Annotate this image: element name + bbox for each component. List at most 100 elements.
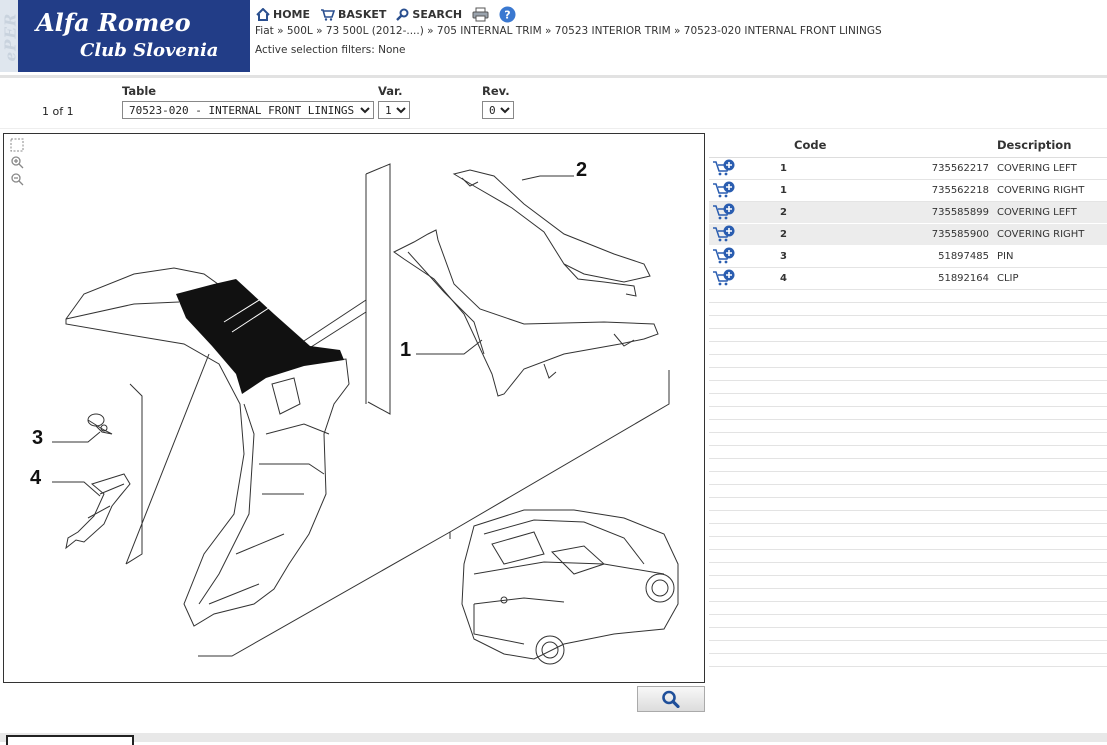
selection-filters: Active selection filters: None <box>255 44 406 56</box>
empty-row <box>709 550 1107 563</box>
empty-row <box>709 589 1107 602</box>
empty-row <box>709 381 1107 394</box>
part-code[interactable]: 51897485 <box>938 251 989 262</box>
empty-row <box>709 290 1107 303</box>
table-row[interactable]: 3 51897485 PIN <box>709 246 1107 268</box>
diagram-search-button[interactable] <box>637 686 705 712</box>
parts-drawing: 1 2 3 4 <box>30 159 679 665</box>
table-row[interactable]: 4 51892164 CLIP <box>709 268 1107 290</box>
var-select[interactable]: 1 <box>378 101 410 119</box>
column-header-code[interactable]: Code <box>794 138 827 152</box>
column-header-description[interactable]: Description <box>997 138 1072 152</box>
part-description: CLIP <box>997 273 1019 284</box>
logo-line-2: Club Slovenia <box>80 40 219 61</box>
var-label: Var. <box>378 84 403 98</box>
header-divider <box>0 75 1107 78</box>
empty-row <box>709 316 1107 329</box>
callout-2[interactable]: 2 <box>576 159 587 181</box>
part-position: 1 <box>780 185 787 196</box>
part-code[interactable]: 735585900 <box>931 229 989 240</box>
empty-row <box>709 368 1107 381</box>
variant-control: Var. 1 <box>378 84 410 119</box>
footer-bar <box>0 733 1107 742</box>
empty-row <box>709 394 1107 407</box>
empty-row <box>709 498 1107 511</box>
empty-row <box>709 459 1107 472</box>
empty-row <box>709 329 1107 342</box>
part-position: 1 <box>780 163 787 174</box>
empty-row <box>709 654 1107 667</box>
svg-text:?: ? <box>504 8 510 21</box>
empty-row <box>709 563 1107 576</box>
callout-1[interactable]: 1 <box>400 339 411 361</box>
search-link[interactable]: SEARCH <box>396 8 462 21</box>
empty-row <box>709 303 1107 316</box>
top-nav: HOME BASKET SEARCH ? <box>256 4 522 24</box>
add-to-basket-icon[interactable] <box>712 225 736 246</box>
table-control: Table 70523-020 - INTERNAL FRONT LININGS <box>122 84 374 119</box>
empty-row <box>709 641 1107 654</box>
empty-row <box>709 485 1107 498</box>
zoom-fit-icon[interactable] <box>10 138 24 152</box>
part-description: COVERING RIGHT <box>997 185 1085 196</box>
exploded-diagram[interactable]: 1 2 3 4 <box>3 133 705 683</box>
magnifier-icon <box>396 8 409 21</box>
zoom-tools <box>10 138 24 186</box>
part-position: 3 <box>780 251 787 262</box>
empty-row <box>709 420 1107 433</box>
basket-icon <box>321 8 336 21</box>
part-description: PIN <box>997 251 1014 262</box>
empty-row <box>709 524 1107 537</box>
eper-side-logo: ePER <box>0 0 19 72</box>
part-code[interactable]: 51892164 <box>938 273 989 284</box>
table-label: Table <box>122 84 157 98</box>
add-to-basket-icon[interactable] <box>712 247 736 268</box>
empty-row <box>709 355 1107 368</box>
add-to-basket-icon[interactable] <box>712 203 736 224</box>
part-code[interactable]: 735562218 <box>931 185 989 196</box>
callout-3[interactable]: 3 <box>32 427 43 449</box>
zoom-out-icon[interactable] <box>10 172 24 186</box>
printer-icon <box>472 7 489 21</box>
zoom-in-icon[interactable] <box>10 155 24 169</box>
callout-4[interactable]: 4 <box>30 467 42 489</box>
club-logo[interactable]: Alfa Romeo Club Slovenia <box>18 0 250 72</box>
part-description: COVERING LEFT <box>997 207 1077 218</box>
basket-link[interactable]: BASKET <box>320 8 386 21</box>
empty-rows <box>709 290 1107 667</box>
print-button[interactable] <box>472 7 489 22</box>
add-to-basket-icon[interactable] <box>712 159 736 180</box>
footer-box <box>6 735 134 745</box>
empty-row <box>709 615 1107 628</box>
help-button[interactable]: ? <box>499 6 516 23</box>
table-row[interactable]: 1 735562218 COVERING RIGHT <box>709 180 1107 202</box>
part-position: 2 <box>780 207 787 218</box>
table-select[interactable]: 70523-020 - INTERNAL FRONT LININGS <box>122 101 374 119</box>
breadcrumb[interactable]: Fiat » 500L » 73 500L (2012-....) » 705 … <box>255 25 882 37</box>
empty-row <box>709 472 1107 485</box>
help-icon: ? <box>499 6 516 22</box>
home-icon <box>256 7 270 21</box>
part-description: COVERING RIGHT <box>997 229 1085 240</box>
empty-row <box>709 446 1107 459</box>
part-code[interactable]: 735562217 <box>931 163 989 174</box>
empty-row <box>709 342 1107 355</box>
add-to-basket-icon[interactable] <box>712 181 736 202</box>
home-link[interactable]: HOME <box>256 7 310 21</box>
add-to-basket-icon[interactable] <box>712 269 736 290</box>
part-code[interactable]: 735585899 <box>931 207 989 218</box>
table-row[interactable]: 2 735585899 COVERING LEFT <box>709 202 1107 224</box>
empty-row <box>709 433 1107 446</box>
revision-control: Rev. 0 <box>482 84 514 119</box>
empty-row <box>709 537 1107 550</box>
part-position: 4 <box>780 273 787 284</box>
empty-row <box>709 576 1107 589</box>
rev-label: Rev. <box>482 84 510 98</box>
magnifier-icon <box>662 690 680 708</box>
header: ePER Alfa Romeo Club Slovenia HOME BASKE… <box>0 0 1107 76</box>
rev-select[interactable]: 0 <box>482 101 514 119</box>
